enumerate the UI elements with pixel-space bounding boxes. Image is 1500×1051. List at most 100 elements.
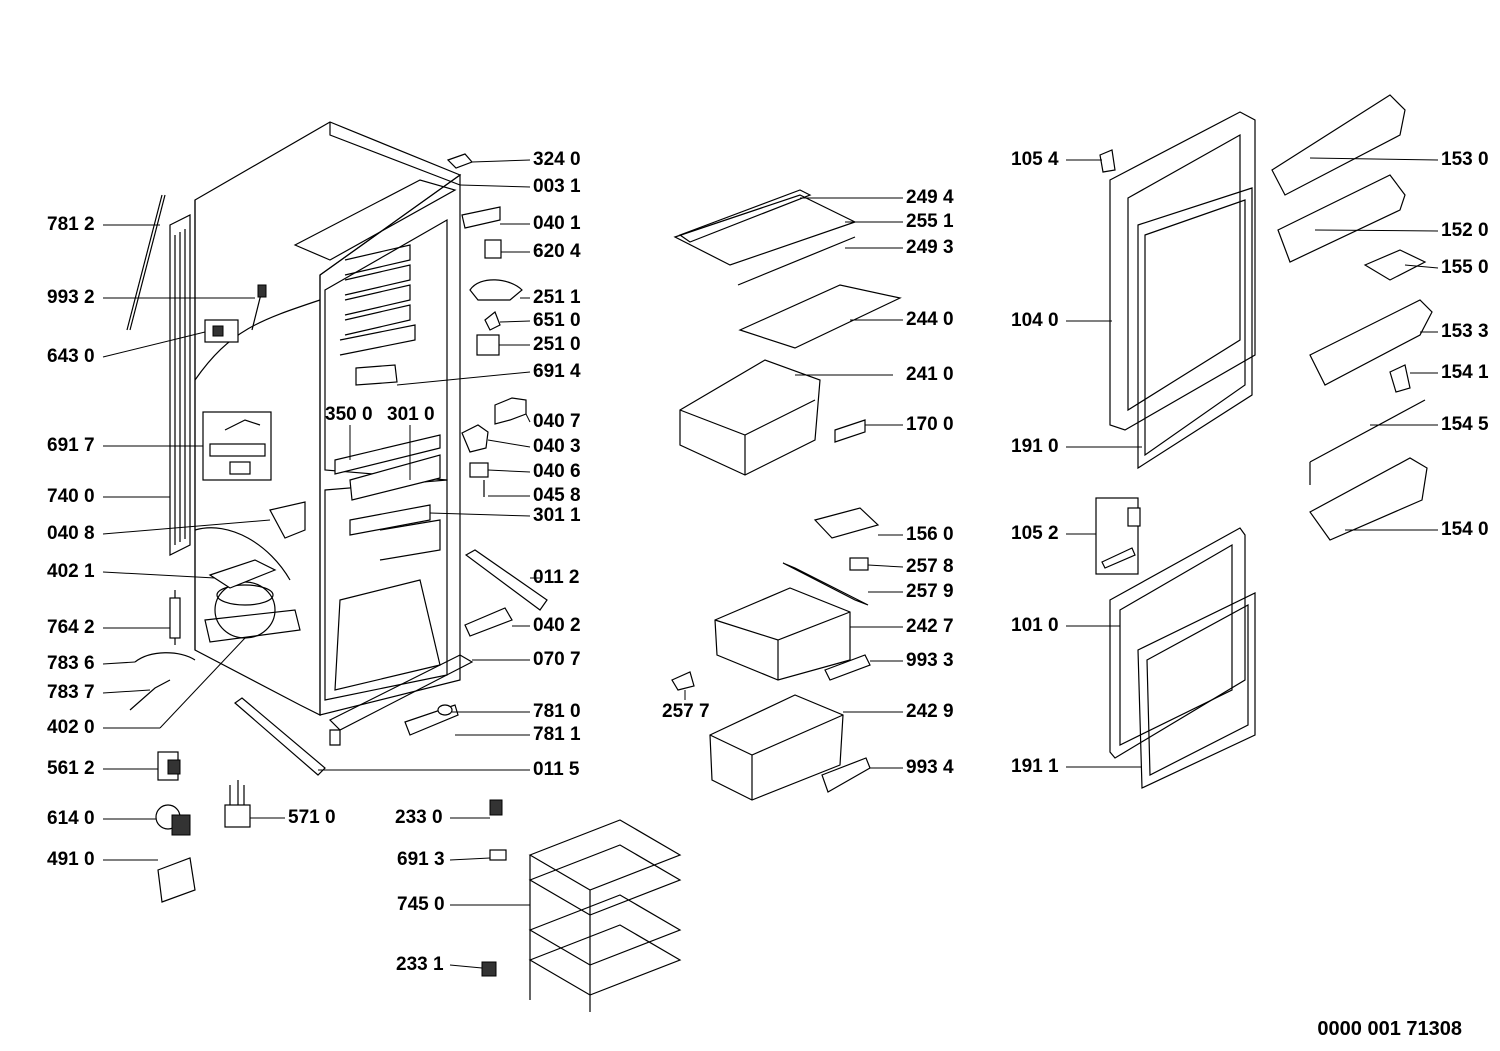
part-label: 153 3 [1441,321,1489,342]
clip-1541 [1389,364,1411,393]
control-6914 [355,364,398,386]
part-label: 241 0 [906,364,954,385]
part-label: 101 0 [1011,615,1059,636]
part-label: 191 0 [1011,436,1059,457]
part-label: 614 0 [47,808,95,829]
part-label: 152 0 [1441,220,1489,241]
part-label: 153 0 [1441,149,1489,170]
part-label: 040 7 [533,411,581,432]
egg-tray-1550 [1363,249,1427,281]
part-label: 233 0 [395,807,443,828]
tube-part [134,652,196,663]
part-label: 244 0 [906,309,954,330]
shelf-2440 [738,284,902,349]
part-label: 781 2 [47,214,95,235]
part-label: 170 0 [906,414,954,435]
part-label: 255 1 [906,211,954,232]
part-label: 257 9 [906,581,954,602]
part-label: 993 2 [47,287,95,308]
handle-1700 [834,419,866,443]
part-label: 643 0 [47,346,95,367]
shelf-1530 [1271,94,1406,196]
part-label: 011 2 [533,567,580,588]
shelf-1520 [1277,174,1406,263]
part-label: 040 1 [533,213,581,234]
drawer-2427 [714,587,851,681]
clip-2577 [671,671,695,691]
clip-2578 [849,557,869,571]
condenser [169,214,191,556]
part-label: 993 4 [906,757,954,778]
bar-1545 [1309,399,1426,463]
shelf-2551 [673,194,857,266]
part-label: 651 0 [533,310,581,331]
part-label: 242 9 [906,701,954,722]
part-label: 191 1 [1011,756,1059,777]
wire-shelves [528,819,682,1012]
foot-7810 [437,704,453,716]
hinge-0403 [461,424,489,453]
part-label: 242 7 [906,616,954,637]
shelf-1533 [1309,299,1433,386]
relay-part [157,751,181,781]
rail-0112 [464,549,548,611]
part-label: 301 0 [387,404,435,425]
part-label: 003 1 [533,176,581,197]
rail-0115 [234,697,326,776]
part-label: 154 5 [1441,414,1489,435]
plate-0406 [469,462,489,478]
cover-part [157,857,196,903]
bracket-0401 [461,206,501,229]
clip-2331 [481,961,497,977]
part-label: 350 0 [325,404,373,425]
part-box-1052 [1095,497,1139,575]
bracket-0402 [464,607,513,637]
switch-6204 [484,239,502,259]
strip-3011 [349,504,431,536]
leader-lines [102,157,1439,969]
compressor [204,559,301,643]
part-label: 691 7 [47,435,95,456]
rod-part [129,194,166,331]
part-label: 070 7 [533,649,581,670]
part-label: 781 1 [533,724,581,745]
cabinet-body [194,121,474,746]
shelf-1540 [1309,457,1428,541]
fridge-door-1010 [1109,527,1256,789]
lamp-6510 [484,311,501,331]
clip-6913 [489,849,507,861]
part-label: 257 7 [662,701,710,722]
bracket-0407 [494,397,527,425]
part-label: 561 2 [47,758,95,779]
part-label: 154 1 [1441,362,1489,383]
drawer-2410 [679,359,821,476]
handle-9933 [824,654,871,681]
part-label: 105 4 [1011,149,1059,170]
part-label: 011 5 [533,759,580,780]
part-label: 257 8 [906,556,954,577]
part-label: 249 4 [906,187,954,208]
heater-part [224,780,251,828]
part-label: 040 3 [533,436,581,457]
lamp-cover-2511 [469,279,523,301]
clip-2330 [489,799,503,816]
part-label: 251 1 [533,287,581,308]
part-label: 620 4 [533,241,581,262]
hinge-1054 [1099,149,1116,173]
part-label: 040 6 [533,461,581,482]
part-label: 105 2 [1011,523,1059,544]
part-label: 156 0 [906,524,954,545]
part-label: 691 3 [397,849,445,870]
panel-2510 [476,334,500,356]
part-label: 781 0 [533,701,581,722]
drawer-2429 [709,694,844,801]
part-label: 764 2 [47,617,95,638]
part-label: 249 3 [906,237,954,258]
part-label: 740 0 [47,486,95,507]
hinge-cover [446,153,474,169]
part-label: 045 8 [533,485,581,506]
part-label: 301 1 [533,505,581,526]
part-label: 491 0 [47,849,95,870]
